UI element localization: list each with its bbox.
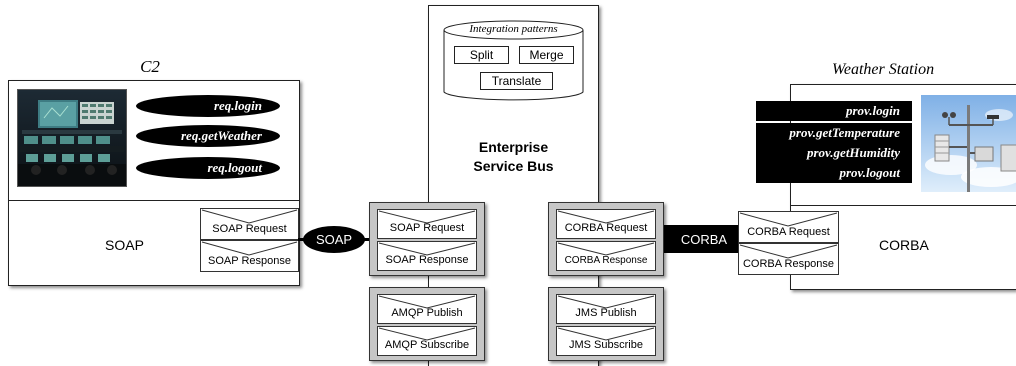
esb-soap-request-label: SOAP Request xyxy=(389,222,465,234)
esb-corba-request-envelope: CORBA Request xyxy=(556,209,656,239)
pattern-translate: Translate xyxy=(480,72,553,90)
esb-jms-adapter-group: JMS Publish JMS Subscribe xyxy=(548,287,664,361)
esb-corba-response-label: CORBA Response xyxy=(564,255,648,266)
esb-corba-response-envelope: CORBA Response xyxy=(556,241,656,271)
esb-amqp-publish-envelope: AMQP Publish xyxy=(377,294,477,324)
ws-provide-logout: prov.logout xyxy=(756,163,912,183)
esb-jms-publish-envelope: JMS Publish xyxy=(556,294,656,324)
esb-jms-publish-label: JMS Publish xyxy=(575,307,637,319)
ws-corba-request-label: CORBA Request xyxy=(747,226,830,238)
esb-soap-response-label: SOAP Response xyxy=(385,254,469,266)
ws-provide-gethumidity: prov.getHumidity xyxy=(756,143,912,163)
ws-corba-response-envelope: CORBA Response xyxy=(738,243,839,275)
c2-request-login: req.login xyxy=(136,95,280,117)
weather-station-protocol-label: CORBA xyxy=(879,237,929,253)
c2-title: C2 xyxy=(140,57,160,76)
esb-soap-adapter-group: SOAP Request SOAP Response xyxy=(369,202,485,276)
c2-soap-request-envelope: SOAP Request xyxy=(200,208,299,240)
pattern-merge: Merge xyxy=(519,46,574,64)
integration-patterns-title: Integration patterns xyxy=(469,23,558,35)
ws-corba-request-envelope: CORBA Request xyxy=(738,211,839,243)
weather-station-divider xyxy=(791,205,1016,206)
esb-title-text: Enterprise Service Bus xyxy=(473,139,554,174)
corba-connector: CORBA xyxy=(664,225,744,253)
c2-soap-request-label: SOAP Request xyxy=(212,223,287,235)
soap-connector-oval: SOAP xyxy=(303,226,365,253)
c2-soap-response-envelope: SOAP Response xyxy=(200,240,299,272)
esb-soap-request-envelope: SOAP Request xyxy=(377,209,477,239)
pattern-split: Split xyxy=(454,46,509,64)
c2-request-getweather: req.getWeather xyxy=(136,125,280,147)
ws-provide-login: prov.login xyxy=(756,101,912,121)
c2-protocol-label: SOAP xyxy=(105,237,144,253)
esb-amqp-subscribe-label: AMQP Subscribe xyxy=(384,339,470,351)
ws-provide-gettemperature: prov.getTemperature xyxy=(756,123,912,143)
c2-request-logout: req.logout xyxy=(136,157,280,179)
esb-jms-subscribe-label: JMS Subscribe xyxy=(569,339,643,351)
esb-jms-subscribe-envelope: JMS Subscribe xyxy=(556,326,656,356)
ws-corba-response-label: CORBA Response xyxy=(742,258,835,270)
esb-title: Enterprise Service Bus xyxy=(429,138,598,176)
c2-divider xyxy=(9,200,299,201)
integration-patterns-cylinder: Integration patterns Split Merge Transla… xyxy=(443,20,584,102)
control-room-image xyxy=(17,89,127,187)
esb-amqp-subscribe-envelope: AMQP Subscribe xyxy=(377,326,477,356)
esb-corba-adapter-group: CORBA Request CORBA Response xyxy=(548,202,664,276)
weather-station-title: Weather Station xyxy=(832,61,935,78)
c2-system: req.login req.getWeather req.logout SOAP… xyxy=(8,80,300,286)
weather-mast-image xyxy=(921,95,1016,192)
c2-soap-response-label: SOAP Response xyxy=(208,255,291,267)
esb-amqp-publish-label: AMQP Publish xyxy=(391,307,463,319)
esb-soap-response-envelope: SOAP Response xyxy=(377,241,477,271)
esb-amqp-adapter-group: AMQP Publish AMQP Subscribe xyxy=(369,287,485,361)
esb-corba-request-label: CORBA Request xyxy=(564,222,648,234)
